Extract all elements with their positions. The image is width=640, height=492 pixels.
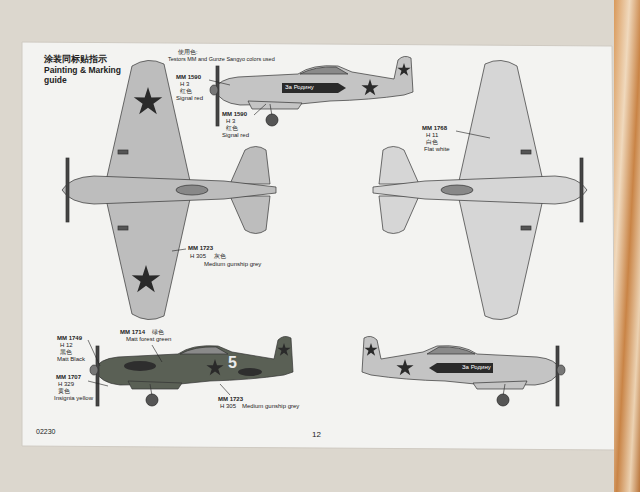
label-anchor: 涂装同标贴指示 [44, 55, 107, 65]
heading-chinese: 涂装同标贴指示 [44, 55, 107, 65]
label-anchor: Signal red [176, 95, 203, 102]
label-anchor: 红色 [226, 125, 238, 132]
paint-code: H 305 [190, 253, 206, 260]
paint-code: MM 1714 [120, 329, 145, 336]
label-anchor: Flat white [424, 146, 450, 153]
color-name: 白色 [426, 139, 438, 146]
label-anchor: MM 1723 [218, 396, 243, 403]
page-number: 12 [312, 430, 321, 439]
plane-bottom-view [373, 60, 587, 319]
label-anchor: Medium gunship grey [204, 261, 261, 268]
label-anchor: MM 1590 [222, 111, 247, 118]
label-anchor: 黑色 [60, 349, 72, 356]
label-anchor: Insignia yellow [54, 395, 93, 402]
label-anchor: 灰色 [214, 253, 226, 260]
note: Testors MM and Gunze Sangyo colors used [168, 56, 275, 62]
slogan-text: За Родину [285, 84, 314, 91]
label-anchor: За Родину [462, 364, 491, 371]
slogan-arrow [429, 363, 493, 373]
color-name: 红色 [226, 125, 238, 132]
label-anchor: 5 [228, 354, 237, 372]
label-anchor: Matt Black [57, 356, 85, 363]
star-insignia [206, 359, 223, 375]
paint-code: MM 1723 [218, 396, 243, 403]
paper-sheet [22, 42, 615, 450]
catalog-number: 02230 [36, 428, 55, 436]
label-anchor: H 11 [426, 132, 438, 139]
plane-side-view [90, 336, 293, 406]
color-name: Flat white [424, 146, 450, 153]
color-name: 灰色 [214, 253, 226, 260]
leader-lines [88, 80, 490, 395]
label-anchor: H 329 [58, 381, 74, 388]
paint-code: MM 1749 [57, 335, 82, 342]
label-anchor: MM 1590 [176, 74, 201, 81]
color-name: 黄色 [58, 388, 70, 395]
star-insignia [396, 359, 413, 375]
label-anchor: 12 [312, 430, 321, 439]
plane-side-view [210, 56, 413, 126]
star-insignia [132, 265, 161, 292]
star-insignia [277, 343, 290, 356]
paint-code: H 329 [58, 381, 74, 388]
paint-code: MM 1590 [222, 111, 247, 118]
color-name: Insignia yellow [54, 395, 93, 402]
paint-code: H 11 [426, 132, 438, 139]
color-name: Medium gunship grey [242, 403, 299, 410]
label-anchor: Matt forest green [126, 336, 171, 343]
guide-title: Painting & Marking guide [44, 66, 136, 86]
color-name: Signal red [176, 95, 203, 102]
paint-code: H 305 [220, 403, 236, 410]
star-insignia [397, 63, 410, 76]
title-anchor: Painting & Marking guide [44, 66, 136, 86]
paint-code: H 12 [60, 342, 73, 349]
slogan-text: За Родину [462, 364, 491, 371]
star-insignia [364, 343, 377, 356]
label-anchor: H 12 [60, 342, 73, 349]
color-name: 绿色 [152, 329, 164, 336]
color-name: Medium gunship grey [204, 261, 261, 268]
paint-code: MM 1723 [188, 245, 213, 252]
label-anchor: Medium gunship grey [242, 403, 299, 410]
paint-code: H 3 [180, 81, 189, 88]
label-anchor: 绿色 [152, 329, 164, 336]
label-anchor: Signal red [222, 132, 249, 139]
color-name: Matt Black [57, 356, 85, 363]
label-anchor: MM 1707 [56, 374, 81, 381]
paint-code: MM 1707 [56, 374, 81, 381]
label-anchor: MM 1714 [120, 329, 145, 336]
label-anchor: MM 1723 [188, 245, 213, 252]
camo-patch [238, 368, 262, 376]
label-anchor: MM 1749 [57, 335, 82, 342]
star-insignia [361, 79, 378, 95]
color-name: 黑色 [60, 349, 72, 356]
note: 使用色: [178, 49, 198, 55]
aircraft-number: 5 [228, 354, 237, 372]
label-anchor: MM 1768 [422, 125, 447, 132]
label-anchor: 白色 [426, 139, 438, 146]
label-anchor: H 305 [220, 403, 236, 410]
camo-patch [124, 361, 156, 371]
slogan-arrow [282, 83, 346, 93]
label-anchor: За Родину [285, 84, 314, 91]
label-anchor: 红色 [180, 88, 192, 95]
cat-fur [614, 0, 640, 492]
label-anchor: 黄色 [58, 388, 70, 395]
label-anchor: 使用色: [178, 49, 198, 55]
color-name: Signal red [222, 132, 249, 139]
label-anchor: H 3 [226, 118, 235, 125]
label-anchor: 02230 [36, 428, 55, 436]
color-name: 红色 [180, 88, 192, 95]
star-insignia [134, 87, 163, 114]
paint-code: MM 1590 [176, 74, 201, 81]
color-name: Matt forest green [126, 336, 171, 343]
label-anchor: H 305 [190, 253, 206, 260]
plane-side-view [362, 336, 565, 406]
label-anchor: H 3 [180, 81, 189, 88]
label-anchor: Testors MM and Gunze Sangyo colors used [168, 56, 275, 62]
paint-code: MM 1768 [422, 125, 447, 132]
paint-code: H 3 [226, 118, 235, 125]
